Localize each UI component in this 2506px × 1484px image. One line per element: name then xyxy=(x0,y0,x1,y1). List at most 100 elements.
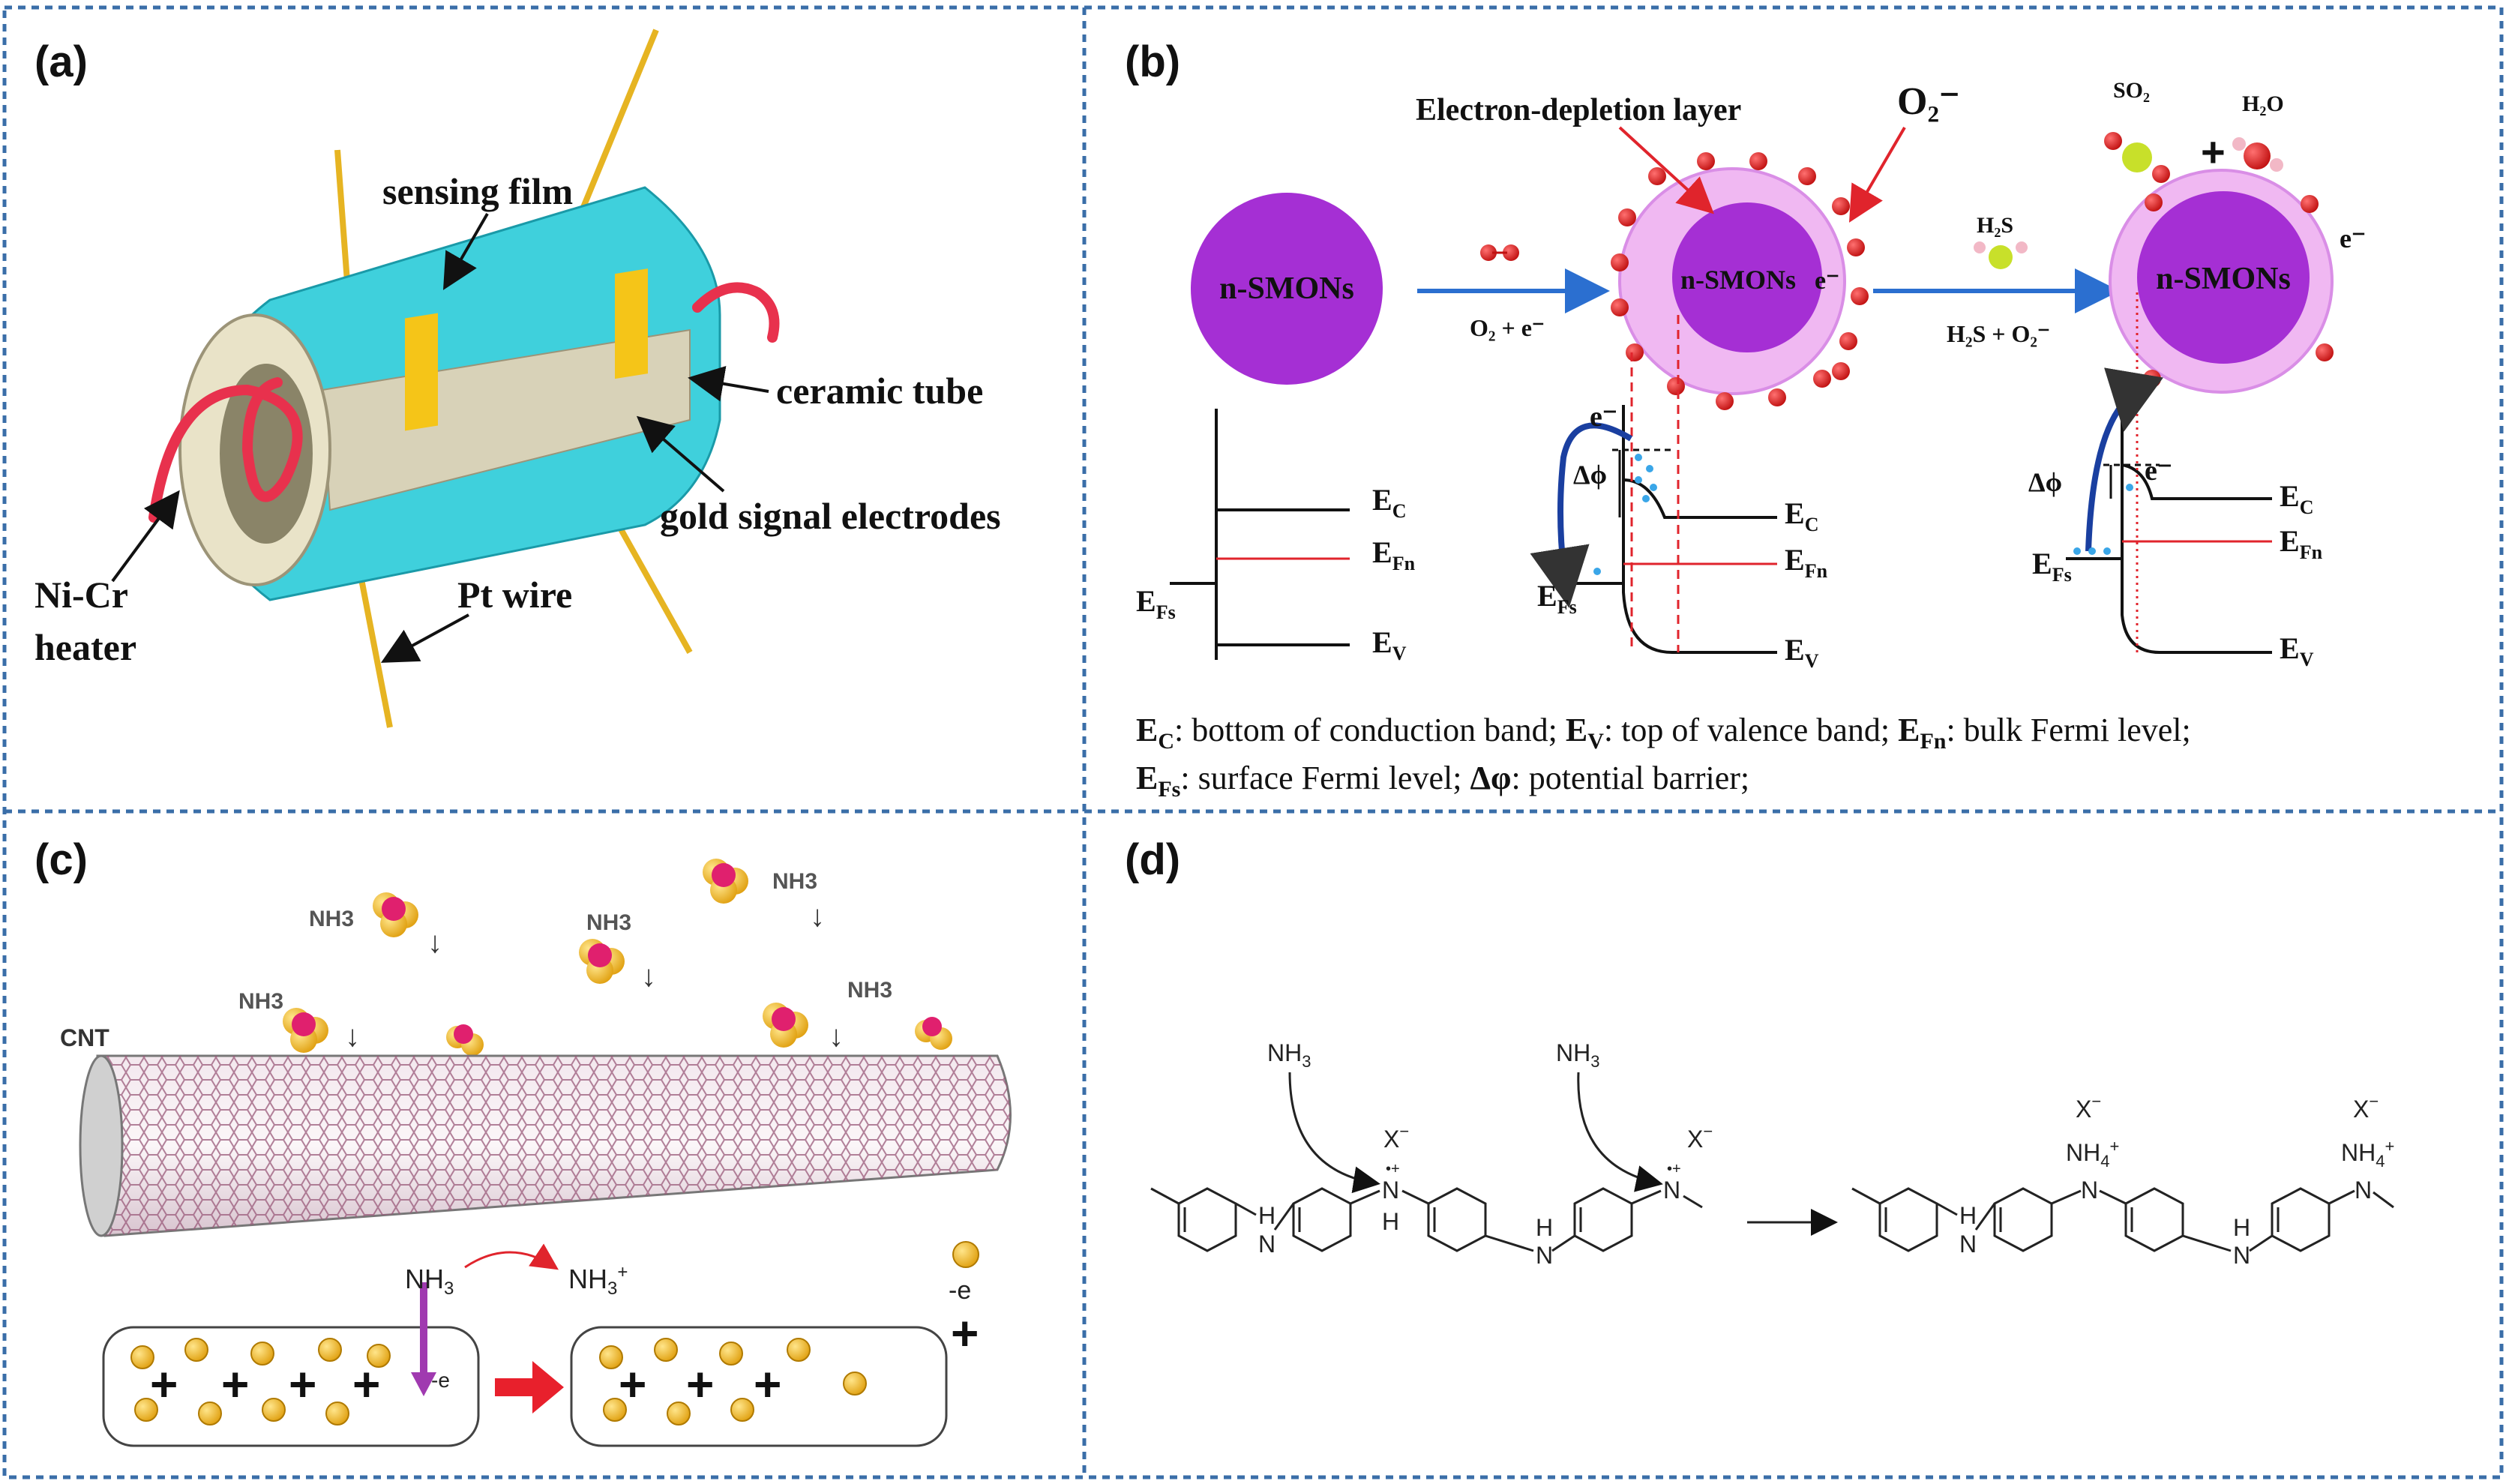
down-arrow-1: ↓ xyxy=(427,926,442,959)
band2-efn-sub: Fn xyxy=(1805,560,1828,582)
nh3-product: NH3+ xyxy=(568,1262,628,1299)
nh3-molecules xyxy=(283,859,952,1056)
n-smons-label-3: n-SMONs xyxy=(2156,262,2291,296)
panel-a: (a) sensing film ceramic tube gold signa… xyxy=(34,28,1001,728)
band2-efn: E xyxy=(1785,543,1805,577)
d2-n-3: N xyxy=(2233,1242,2250,1269)
band1-efn-sub: Fn xyxy=(1392,553,1416,574)
svg-text:EFs: EFs xyxy=(1136,584,1176,623)
carbon-nanotube xyxy=(79,1054,1012,1237)
plus-a1: + xyxy=(619,1357,646,1411)
band2-efs-sub: Fs xyxy=(1557,596,1577,618)
d-x-1: X− xyxy=(1383,1122,1409,1153)
svg-text:EC: EC xyxy=(2280,479,2313,518)
svg-text:EC: EC xyxy=(1785,496,1818,535)
label-cnt: CNT xyxy=(60,1024,109,1051)
label-sensing-film: sensing film xyxy=(382,170,573,212)
d2-x-1: X− xyxy=(2076,1092,2101,1123)
n-smons-sphere-3 xyxy=(2137,191,2310,364)
band3-ev-sub: V xyxy=(2300,649,2314,670)
n-smons-label-1: n-SMONs xyxy=(1219,271,1354,306)
nh3-label-2: NH3 xyxy=(772,869,817,894)
band3-ec: E xyxy=(2280,479,2300,513)
caption-line-2: EFs: surface Fermi level; Δφ: potential … xyxy=(1136,760,1749,802)
panel-d-label: (d) xyxy=(1125,835,1180,884)
band1-efn: E xyxy=(1372,535,1392,569)
band2-ec: E xyxy=(1785,496,1805,530)
plus-b1: + xyxy=(150,1357,178,1411)
band1-efs-sub: Fs xyxy=(1156,601,1176,623)
plus-b4: + xyxy=(352,1357,380,1411)
label-plus-b: + xyxy=(2201,128,2226,175)
band2-delta-phi: Δϕ xyxy=(1573,460,1607,490)
n-smons-sphere-1 xyxy=(1191,193,1383,385)
panel-d: (d) H N N •+ H H N xyxy=(1125,835,2394,1269)
d2-h-1: H xyxy=(1959,1202,1977,1229)
d2-n-2: N xyxy=(2081,1177,2098,1204)
d-x-2: X− xyxy=(1687,1122,1713,1153)
d-n2-radical: •+ xyxy=(1386,1161,1400,1177)
label-h2o: H₂O xyxy=(2242,91,2284,116)
svg-text:EV: EV xyxy=(1785,633,1819,672)
label-h2s: H₂S xyxy=(1977,213,2013,238)
arrow-2-label: H₂S + O₂⁻ xyxy=(1947,320,2050,347)
band2-ev-sub: V xyxy=(1805,650,1819,672)
band3-ec-sub: C xyxy=(2300,496,2314,518)
arrow-1-label: O₂ + e⁻ xyxy=(1470,314,1545,341)
band3-efs-sub: Fs xyxy=(2052,564,2072,586)
n-smons-sphere-2 xyxy=(1672,202,1822,352)
band1-ev: E xyxy=(1372,625,1392,659)
panel-c-label: (c) xyxy=(34,835,88,884)
label-gold-electrodes: gold signal electrodes xyxy=(660,495,1001,537)
down-arrow-3: ↓ xyxy=(641,960,656,993)
band3-e-minus: e⁻ xyxy=(2145,455,2172,487)
d2-n-4: N xyxy=(2355,1177,2372,1204)
d2-nh4-2: NH4+ xyxy=(2341,1137,2394,1171)
svg-text:EV: EV xyxy=(1372,625,1407,664)
down-arrow-4: ↓ xyxy=(345,1020,360,1053)
plus-free: + xyxy=(951,1306,979,1360)
transition-arrow xyxy=(495,1361,564,1414)
e-minus-2: e⁻ xyxy=(1815,267,1839,295)
label-pt-wire: Pt wire xyxy=(457,574,572,616)
down-arrow-5: ↓ xyxy=(829,1020,844,1053)
caption-line-1: EC: bottom of conduction band; EV: top o… xyxy=(1136,712,2191,754)
before-box xyxy=(102,1326,480,1447)
minus-e-inline: -e xyxy=(431,1369,450,1392)
d2-n-1: N xyxy=(1959,1231,1977,1258)
panel-b: (b) n-SMONs O₂ + e⁻ n-SMONs e⁻ Electron-… xyxy=(1125,37,2366,802)
polyaniline-right xyxy=(1851,1187,2394,1252)
panel-b-label: (b) xyxy=(1125,37,1180,86)
o2-adsorbed-ring xyxy=(1611,152,1869,410)
n-smons-label-2: n-SMONs xyxy=(1680,265,1796,295)
label-o2-minus: O₂⁻ xyxy=(1897,80,1959,123)
svg-text:EFn: EFn xyxy=(1785,543,1828,582)
band2-ev: E xyxy=(1785,633,1805,667)
svg-text:EFn: EFn xyxy=(1372,535,1416,574)
svg-text:EC: EC xyxy=(1372,483,1406,522)
panel-c: (c) NH3 NH3 NH3 NH3 NH3 ↓ ↓ ↓ ↓ ↓ CNT xyxy=(34,835,1012,1447)
svg-text:EFs: EFs xyxy=(1537,579,1577,618)
nh3-label-3: NH3 xyxy=(586,910,631,935)
holes-after xyxy=(599,1338,867,1426)
o2-remaining xyxy=(2143,193,2334,388)
band-diagram-2 xyxy=(1530,315,1777,654)
plus-b3: + xyxy=(289,1357,316,1411)
polyaniline-left xyxy=(1150,1187,1703,1252)
d2-x-2: X− xyxy=(2353,1092,2379,1123)
down-arrow-2: ↓ xyxy=(810,900,825,933)
sensing-cylinder xyxy=(178,186,721,601)
panel-a-label: (a) xyxy=(34,37,88,86)
band2-efs: E xyxy=(1537,579,1557,613)
plus-a2: + xyxy=(686,1357,714,1411)
band-diagram-1 xyxy=(1170,409,1350,660)
plus-b2: + xyxy=(221,1357,249,1411)
d-nh3-1: NH3 xyxy=(1267,1039,1311,1071)
d-n-1: N xyxy=(1258,1231,1275,1258)
nh3-reactant: NH3 xyxy=(405,1264,454,1299)
d-nh3-2: NH3 xyxy=(1556,1039,1599,1071)
d-n4-radical: •+ xyxy=(1667,1161,1681,1177)
after-box xyxy=(570,1326,948,1447)
svg-text:EFn: EFn xyxy=(2280,524,2323,563)
